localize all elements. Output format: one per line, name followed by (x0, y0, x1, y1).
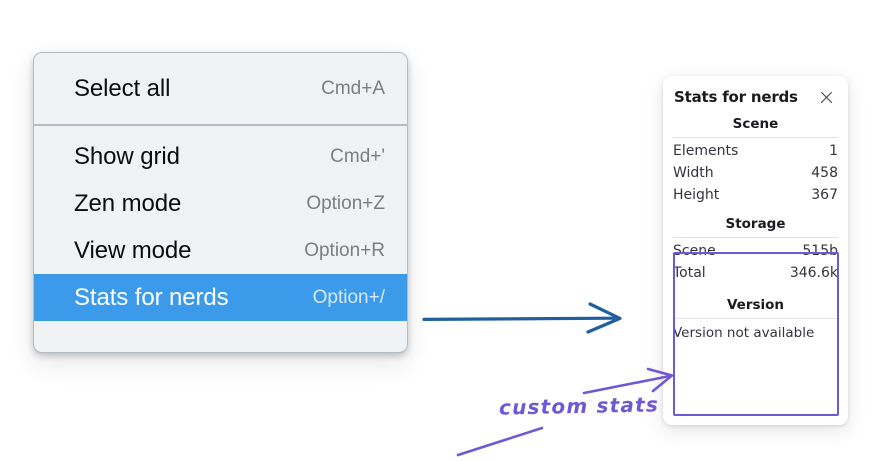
stat-value: 346.6k (789, 265, 838, 281)
menu-item-view-mode[interactable]: View mode Option+R (34, 227, 407, 274)
stat-label: Elements (673, 143, 739, 159)
stats-panel-body: Scene Elements 1 Width 458 Height 367 St… (663, 110, 848, 344)
menu-item-label: Select all (74, 74, 171, 102)
menu-item-label: Show grid (74, 142, 180, 170)
stat-label: Height (673, 187, 720, 203)
menu-item-stats-for-nerds[interactable]: Stats for nerds Option+/ (34, 274, 407, 321)
menu-item-label: View mode (74, 236, 192, 264)
section-rule (673, 318, 838, 319)
stat-row-elements: Elements 1 (673, 140, 838, 162)
stats-for-nerds-panel[interactable]: Stats for nerds Scene Elements 1 Width 4… (663, 76, 848, 425)
menu-to-panel-arrow (422, 302, 622, 334)
stat-row-width: Width 458 (673, 162, 838, 184)
custom-stats-underline-stroke (456, 426, 544, 457)
menu-item-shortcut: Option+Z (306, 192, 385, 214)
section-heading-version: Version (726, 297, 785, 313)
stat-value: 367 (811, 187, 838, 203)
menu-item-select-all[interactable]: Select all Cmd+A (34, 65, 407, 112)
stat-label: Scene (673, 243, 716, 259)
version-status-text: Version not available (673, 325, 815, 341)
menu-item-shortcut: Option+/ (312, 286, 385, 308)
stat-value: 1 (829, 143, 838, 159)
menu-item-shortcut: Option+R (304, 239, 385, 261)
stat-label: Total (673, 265, 706, 281)
stat-value: 458 (811, 165, 838, 181)
context-menu[interactable]: Select all Cmd+A Show grid Cmd+' Zen mod… (33, 52, 408, 353)
close-icon[interactable] (819, 90, 834, 105)
stats-panel-title: Stats for nerds (674, 88, 798, 106)
menu-separator (34, 124, 407, 126)
stats-panel-header: Stats for nerds (663, 76, 848, 110)
stat-row-height: Height 367 (673, 184, 838, 206)
stat-row-storage-total: Total 346.6k (673, 262, 838, 284)
menu-item-show-grid[interactable]: Show grid Cmd+' (34, 133, 407, 180)
menu-item-shortcut: Cmd+' (330, 145, 385, 167)
menu-group-primary: Select all Cmd+A (34, 53, 407, 124)
section-rule (673, 237, 838, 238)
menu-item-shortcut: Cmd+A (321, 77, 385, 99)
section-rule (673, 137, 838, 138)
menu-item-label: Zen mode (74, 189, 182, 217)
menu-group-view: Show grid Cmd+' Zen mode Option+Z View m… (34, 126, 407, 334)
stat-label: Width (673, 165, 714, 181)
custom-stats-pointer-arrow (582, 367, 674, 395)
menu-item-label: Stats for nerds (74, 283, 229, 311)
section-heading-scene: Scene (732, 116, 779, 132)
section-heading-storage: Storage (725, 216, 786, 232)
custom-stats-handwritten-label: custom stats (498, 392, 660, 420)
menu-item-zen-mode[interactable]: Zen mode Option+Z (34, 180, 407, 227)
stat-value: 515b (802, 243, 838, 259)
stat-row-storage-scene: Scene 515b (673, 240, 838, 262)
